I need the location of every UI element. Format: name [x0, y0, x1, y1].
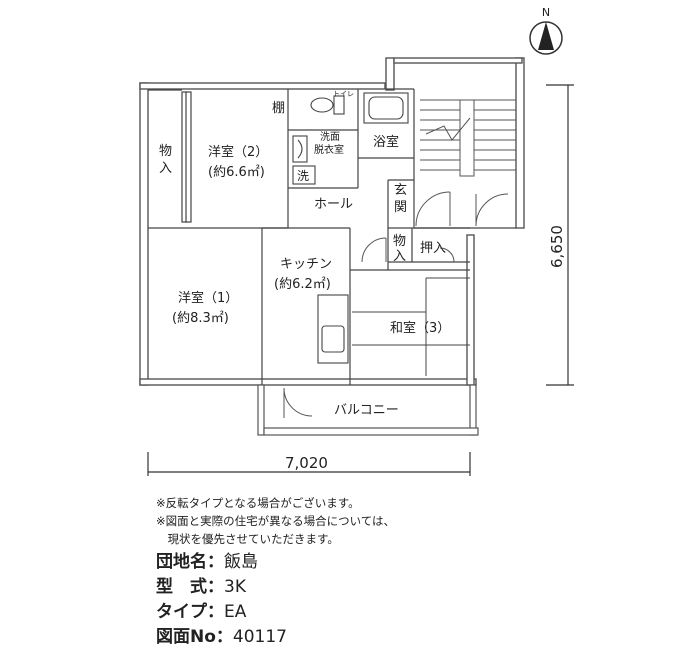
wash-basin-icon	[292, 135, 308, 163]
compass-label: N	[542, 6, 550, 19]
floor-plan: N	[139, 6, 574, 476]
info-label: 型 式	[156, 577, 207, 597]
storage-doors	[148, 89, 192, 223]
info-value: 3K	[224, 577, 246, 597]
note-line: ※反転タイプとなる場合がございます。	[156, 496, 360, 510]
storage-small-char1: 物	[393, 234, 406, 249]
oshiire-label: 押入	[420, 241, 446, 256]
info-value: EA	[224, 602, 247, 622]
washer-box	[292, 165, 316, 185]
info-label: 図面No	[156, 627, 216, 647]
room-label-washroom-2: 脱衣室	[314, 143, 344, 156]
outer-walls	[139, 57, 525, 386]
info-colon: ：	[207, 552, 224, 572]
bathtub-icon	[363, 92, 409, 124]
info-colon: ：	[207, 602, 224, 622]
entrance-char2: 関	[394, 200, 407, 215]
room-area-western1: (約8.3㎡)	[172, 311, 229, 326]
dimension-width: 7,020	[285, 454, 328, 472]
info-label: タイプ	[156, 602, 207, 622]
info-value: 40117	[232, 627, 288, 647]
info-row-variant: タイプ：EA	[156, 600, 287, 625]
toilet-icon	[310, 95, 345, 115]
property-info: 団地名：飯島 型 式：3K タイプ：EA 図面No：40117	[156, 550, 287, 650]
room-label-western2: 洋室（2）	[208, 144, 268, 160]
room-label-washroom-1: 洗面	[320, 131, 340, 143]
room-label-kitchen: キッチン	[280, 257, 332, 272]
dimension-lines	[147, 84, 574, 476]
info-colon: ：	[215, 627, 233, 647]
info-label: 団地名	[156, 552, 207, 572]
stairs	[420, 99, 516, 177]
kitchen-counter	[317, 294, 349, 364]
dimension-depth: 6,650	[548, 225, 566, 268]
tatami-mats	[352, 277, 470, 376]
info-row-drawing-no: 図面No：40117	[156, 625, 287, 650]
room-label-hall: ホール	[314, 197, 353, 212]
room-label-toilet: トイレ	[333, 90, 354, 98]
storage-top-char1: 物	[159, 144, 172, 159]
north-compass-icon: N	[529, 6, 563, 55]
info-value: 飯島	[224, 552, 258, 572]
room-label-bath: 浴室	[373, 134, 399, 150]
room-area-western2: (約6.6㎡)	[208, 165, 265, 180]
balcony	[257, 384, 479, 436]
storage-small-char2: 入	[393, 249, 406, 264]
info-colon: ：	[207, 577, 224, 597]
entrance-char1: 玄	[394, 183, 407, 198]
shelf-label: 棚	[272, 101, 285, 116]
note-line: ※図面と実際の住宅が異なる場合については、	[156, 514, 396, 528]
room-label-japanese: 和室（3）	[390, 320, 450, 336]
door-swings	[283, 191, 509, 418]
storage-top-char2: 入	[159, 161, 172, 176]
info-row-name: 団地名：飯島	[156, 550, 287, 575]
interior-walls	[148, 88, 516, 385]
note-line: 現状を優先させていただきます。	[156, 532, 339, 546]
info-row-type: 型 式：3K	[156, 575, 287, 600]
room-area-kitchen: (約6.2㎡)	[274, 277, 331, 292]
washer-label: 洗	[297, 169, 309, 183]
room-label-balcony: バルコニー	[334, 403, 399, 418]
room-label-western1: 洋室（1）	[178, 290, 238, 306]
notes: ※反転タイプとなる場合がございます。 ※図面と実際の住宅が異なる場合については、…	[156, 494, 395, 548]
